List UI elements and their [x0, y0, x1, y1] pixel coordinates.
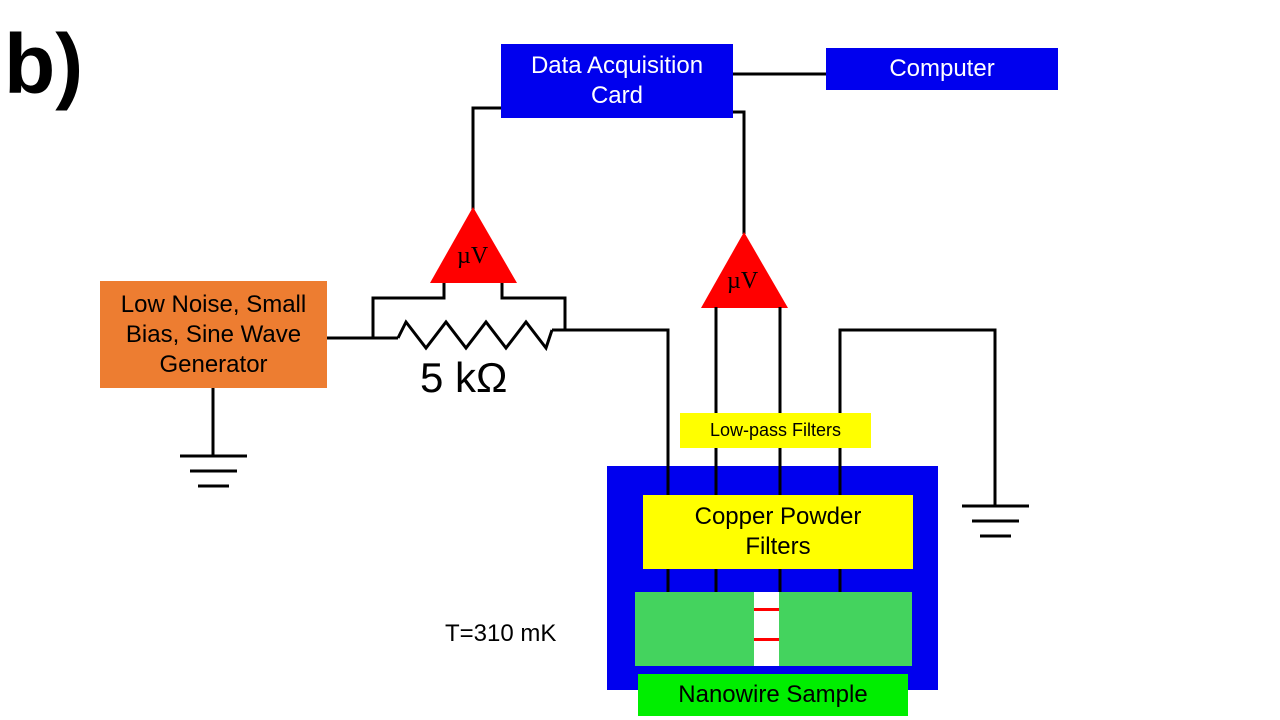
wire-left-amp-leg1: [371, 282, 446, 338]
computer-block: Computer: [826, 48, 1058, 90]
sample-pad-left: [635, 592, 754, 666]
nanowire-lower: [754, 638, 779, 641]
panel-label: b): [4, 17, 84, 111]
sample-pad-right: [779, 592, 912, 666]
generator-block: Low Noise, Small Bias, Sine Wave Generat…: [100, 281, 327, 388]
sample-gap: [754, 592, 779, 666]
daq-card-block: Data Acquisition Card: [501, 44, 733, 118]
resistor-zigzag: [396, 319, 554, 352]
amplifier-right: [701, 232, 788, 308]
nanowire-upper: [754, 608, 779, 611]
wire-daq-right-amp: [733, 110, 746, 234]
temperature-label: T=310 mK: [445, 620, 557, 647]
amplifier-left-label: µV: [457, 243, 489, 269]
wire-daq-left-amp: [471, 106, 502, 210]
amplifier-left: [430, 207, 517, 283]
nanowire-sample-label: Nanowire Sample: [638, 674, 908, 716]
resistor-label: 5 kΩ: [420, 354, 508, 401]
ground-symbol-left: [180, 454, 247, 488]
wire-left-amp-leg2: [500, 282, 567, 330]
lowpass-filters-block: Low-pass Filters: [680, 413, 871, 448]
ground-symbol-right: [962, 504, 1029, 538]
copper-powder-filters-block: Copper Powder Filters: [643, 495, 913, 569]
amplifier-right-label: µV: [727, 268, 759, 294]
